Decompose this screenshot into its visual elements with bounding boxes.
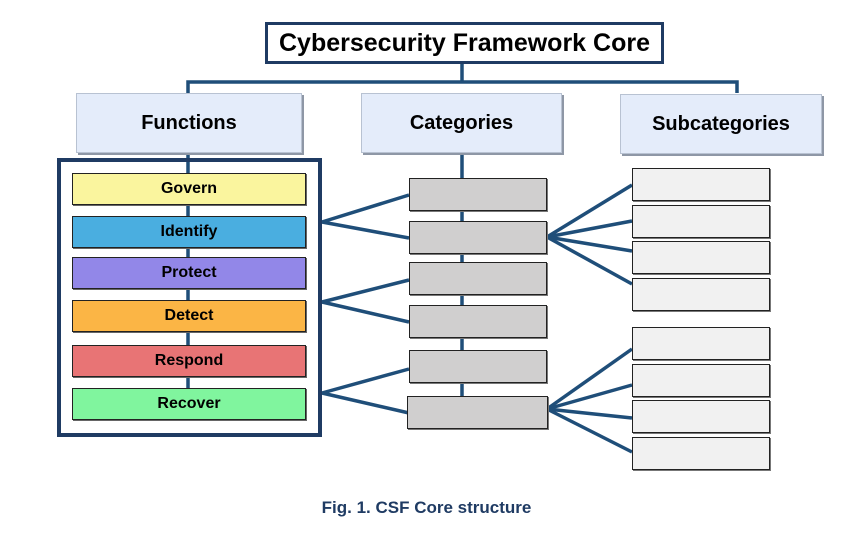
figure-caption: Fig. 1. CSF Core structure [321,498,532,517]
functions-header: Functions [76,93,302,153]
function-identify: Identify [72,216,306,248]
category-box [409,350,547,383]
subfan-2c [546,407,633,420]
subcategory-box [632,364,770,397]
subfan-2d [546,407,633,454]
category-box [409,262,547,295]
function-recover: Recover [72,388,306,420]
functions-container [57,158,322,437]
subfan-1c [546,235,633,253]
fan-2 [321,278,410,324]
subcategory-box [632,205,770,238]
subfan-1a [546,183,633,239]
header-bus [186,80,739,93]
subcategory-box [632,278,770,311]
subcategory-box [632,241,770,274]
fan-1 [321,193,410,240]
subcategories-header: Subcategories [620,94,822,154]
function-protect: Protect [72,257,306,289]
function-detect: Detect [72,300,306,332]
diagram-title: Cybersecurity Framework Core [265,22,664,64]
fan-3 [321,367,410,415]
subcategory-box [632,327,770,360]
category-box [409,221,547,254]
function-govern: Govern [72,173,306,205]
subfan-2b [546,383,633,411]
category-box [407,396,548,429]
category-box [409,178,547,211]
subcategory-box [632,437,770,470]
subcategory-box [632,400,770,433]
subfan-2a [545,347,634,411]
category-box [409,305,547,338]
subcategory-box [632,168,770,201]
function-respond: Respond [72,345,306,377]
subfan-1b [546,219,633,239]
categories-header: Categories [361,93,562,153]
subfan-1d [546,235,633,286]
